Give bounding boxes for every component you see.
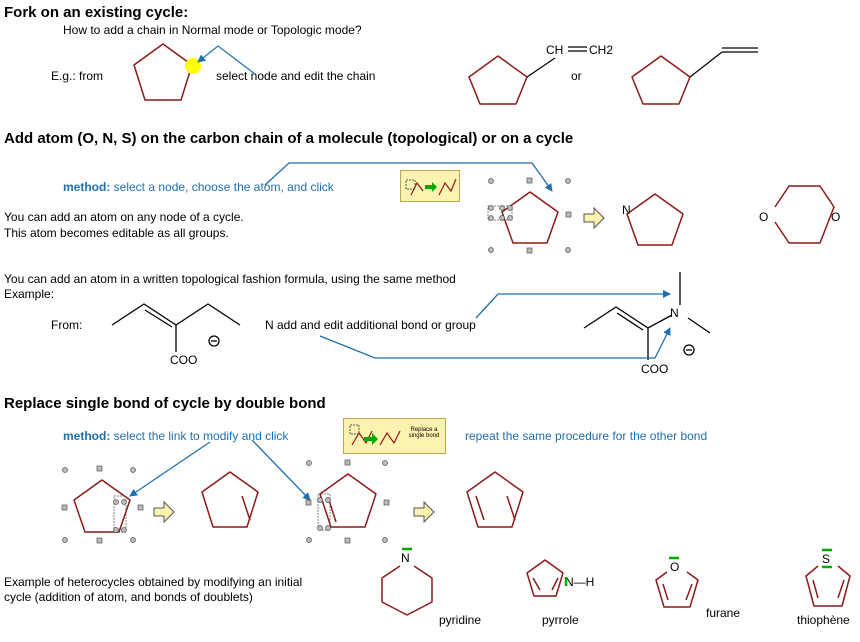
add-edit-arrow-up — [475, 290, 671, 319]
add-atom-tool-icon — [405, 178, 457, 196]
cyclopentane-example — [133, 43, 193, 101]
formula-text-line2: Example: — [4, 287, 55, 301]
minus-charge-right — [683, 344, 695, 356]
cycle-select-1 — [73, 479, 131, 533]
coo-left: COO — [170, 353, 198, 367]
atom-n-chain: N — [670, 306, 679, 320]
vinyl-ch2: CH2 — [589, 43, 614, 57]
atom-n-cycle: N — [622, 203, 631, 217]
pyrrolidine — [626, 193, 684, 246]
cyclopentane-with-vinyl-topo — [631, 55, 691, 105]
furane-ring — [655, 571, 699, 608]
process-arrow-3 — [413, 500, 435, 524]
method-arrow-2 — [264, 162, 553, 192]
section2-method: method: select a node, choose the atom, … — [63, 180, 334, 194]
thiophene-s: S — [822, 552, 831, 566]
select-node-annotation: select node and edit the chain — [216, 69, 376, 83]
pyrrole-label: pyrrole — [542, 613, 579, 627]
cycle-text-line2: This atom becomes editable as all groups… — [4, 226, 229, 240]
atom-o-left: O — [759, 210, 769, 224]
cyclopentadiene — [466, 471, 524, 528]
cyclopentane-with-vinyl — [468, 55, 528, 105]
cycle-text-line1: You can add an atom on any node of a cyc… — [4, 210, 244, 224]
section1-title: Fork on an existing cycle: — [4, 4, 189, 21]
cyclopentene-1 — [201, 471, 259, 528]
section3-method: method: select the link to modify and cl… — [63, 429, 289, 443]
replace-bond-tool-icon — [349, 424, 401, 446]
or-label: or — [571, 69, 582, 83]
section2-title: Add atom (O, N, S) on the carbon chain o… — [4, 130, 574, 147]
section3-title: Replace single bond of cycle by double b… — [4, 395, 326, 412]
chain-to — [583, 306, 673, 329]
lone-pairs — [402, 547, 832, 586]
pyridine-ring — [381, 565, 433, 616]
vinyl-ch: CH — [546, 43, 564, 57]
from-label: From: — [51, 318, 83, 332]
annotation-arrow-1 — [197, 45, 256, 75]
furane-o: O — [670, 560, 680, 574]
process-arrow-1 — [583, 206, 605, 230]
repeat-annotation: repeat the same procedure for the other … — [465, 429, 708, 443]
method-arrow-3a — [129, 441, 211, 497]
hetero-text-line2: cycle (addition of atom, and bonds of do… — [4, 590, 253, 604]
atom-o-right: O — [831, 210, 841, 224]
chain-from — [111, 303, 241, 326]
add-atom-tool-button[interactable] — [400, 170, 460, 202]
section1-question: How to add a chain in Normal mode or Top… — [63, 23, 362, 37]
coo-right: COO — [641, 362, 669, 376]
pyrrole-nh: N—H — [565, 575, 595, 589]
process-arrow-2 — [153, 500, 175, 524]
cycle-select-2 — [319, 473, 377, 528]
add-edit-arrow-down — [319, 327, 671, 359]
minus-charge-left — [208, 335, 220, 347]
pyridine-label: pyridine — [439, 613, 482, 627]
selected-cyclopentane — [501, 191, 559, 244]
add-edit-annotation: N add and edit additional bond or group — [265, 318, 476, 332]
selected-node-highlight — [185, 58, 201, 74]
furane-label: furane — [706, 606, 741, 620]
thiophene-ring — [805, 565, 851, 607]
pyridine-n: N — [401, 551, 410, 565]
topo-vinyl-bond-1 — [689, 51, 723, 78]
example-label: E.g.: from — [51, 69, 104, 83]
dioxane-ring — [774, 185, 835, 244]
method-arrow-3b — [251, 439, 311, 501]
thiophene-label: thiophène — [797, 613, 850, 627]
selection-handles-3 — [61, 459, 390, 544]
vinyl-bond — [526, 57, 556, 78]
selection-handles — [487, 177, 572, 254]
pyrrole-ring — [526, 559, 564, 597]
hetero-text-line1: Example of heterocycles obtained by modi… — [4, 575, 303, 589]
formula-text-line1: You can add an atom in a written topolog… — [4, 272, 456, 286]
